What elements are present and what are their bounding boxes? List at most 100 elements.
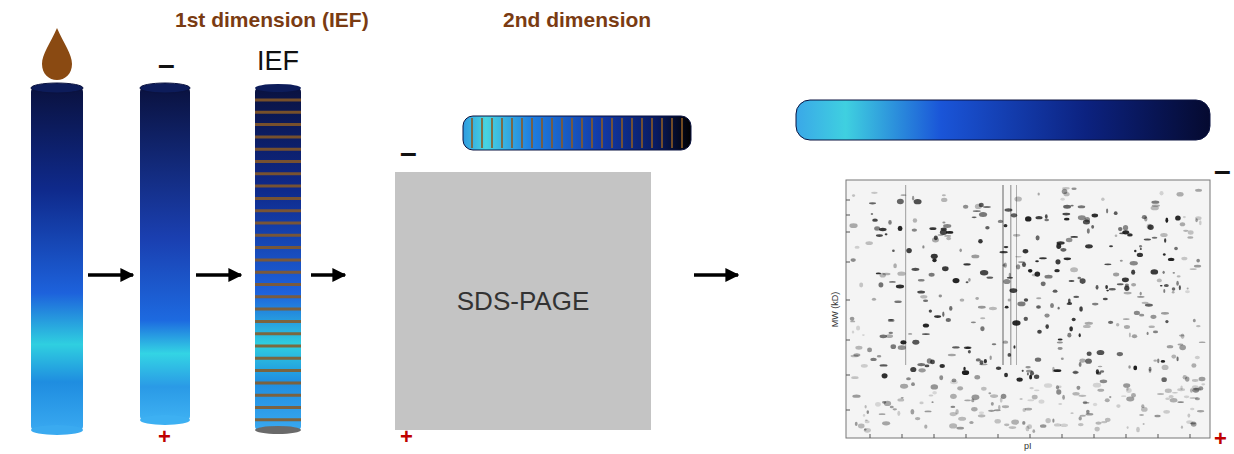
protein-spot bbox=[963, 367, 965, 371]
protein-spot bbox=[1195, 189, 1202, 192]
protein-band bbox=[641, 118, 643, 148]
protein-spot bbox=[1153, 331, 1158, 334]
protein-spot bbox=[1177, 401, 1184, 403]
protein-spot bbox=[1191, 363, 1196, 367]
protein-band bbox=[255, 320, 301, 323]
protein-spot bbox=[1095, 427, 1100, 432]
protein-spot bbox=[1190, 408, 1194, 411]
ief-strip bbox=[796, 100, 1210, 140]
protein-spot bbox=[948, 354, 956, 356]
protein-spot bbox=[950, 380, 958, 384]
protein-spot bbox=[999, 251, 1007, 253]
protein-spot bbox=[1044, 383, 1052, 388]
protein-spot bbox=[1034, 389, 1040, 391]
protein-spot bbox=[931, 254, 938, 259]
protein-spot bbox=[892, 249, 895, 252]
protein-band bbox=[255, 295, 301, 298]
protein-spot bbox=[1063, 205, 1071, 209]
protein-spot bbox=[971, 407, 977, 411]
protein-spot bbox=[931, 384, 939, 389]
protein-spot bbox=[1163, 253, 1166, 255]
protein-spot bbox=[910, 367, 916, 372]
protein-spot bbox=[979, 412, 984, 415]
protein-spot bbox=[1181, 257, 1187, 261]
protein-spot bbox=[1025, 408, 1032, 411]
protein-band bbox=[491, 118, 493, 148]
protein-spot bbox=[1091, 225, 1094, 229]
protein-spot bbox=[917, 291, 925, 294]
protein-band bbox=[255, 283, 301, 286]
protein-spot bbox=[972, 395, 980, 401]
protein-spot bbox=[1131, 270, 1135, 275]
protein-spot bbox=[1170, 398, 1178, 403]
protein-spot bbox=[1069, 326, 1073, 331]
protein-spot bbox=[949, 306, 952, 311]
protein-spot bbox=[1177, 343, 1183, 345]
protein-spot bbox=[1004, 224, 1008, 227]
protein-spot bbox=[1004, 246, 1009, 248]
protein-spot bbox=[851, 376, 858, 379]
protein-spot bbox=[1103, 298, 1108, 301]
box-label: SDS-PAGE bbox=[457, 286, 589, 317]
protein-spot bbox=[1025, 216, 1031, 221]
protein-spot bbox=[1123, 225, 1128, 231]
protein-spot bbox=[1079, 358, 1085, 362]
protein-band bbox=[255, 111, 301, 114]
protein-spot bbox=[969, 421, 973, 424]
protein-spot bbox=[1087, 352, 1092, 356]
protein-spot bbox=[942, 266, 949, 271]
protein-spot bbox=[1163, 410, 1170, 414]
protein-spot bbox=[1069, 280, 1075, 282]
protein-spot bbox=[1176, 357, 1178, 362]
protein-spot bbox=[1036, 235, 1040, 240]
protein-spot bbox=[996, 366, 1001, 370]
protein-spot bbox=[1153, 360, 1157, 362]
protein-spot bbox=[946, 318, 951, 322]
protein-spot bbox=[1199, 377, 1206, 381]
protein-spot bbox=[920, 295, 927, 298]
protein-spot bbox=[1163, 289, 1165, 293]
protein-spot bbox=[957, 386, 963, 390]
protein-spot bbox=[1128, 365, 1130, 369]
protein-spot bbox=[1013, 234, 1020, 237]
axis-tick bbox=[846, 200, 850, 201]
protein-spot bbox=[1035, 216, 1042, 219]
protein-spot bbox=[946, 237, 951, 240]
axis-tick bbox=[846, 215, 850, 216]
protein-spot bbox=[978, 414, 986, 417]
protein-spot bbox=[897, 411, 900, 416]
protein-spot bbox=[943, 224, 951, 228]
protein-spot bbox=[1194, 265, 1201, 268]
protein-spot bbox=[1076, 386, 1080, 390]
protein-spot bbox=[1183, 230, 1188, 232]
protein-spot bbox=[1134, 250, 1136, 253]
protein-spot bbox=[1085, 322, 1093, 325]
protein-band bbox=[581, 118, 583, 148]
protein-spot bbox=[1165, 218, 1168, 223]
protein-spot bbox=[972, 217, 977, 219]
protein-spot bbox=[1133, 365, 1137, 370]
protein-spot bbox=[1176, 281, 1179, 286]
protein-spot bbox=[1072, 318, 1076, 321]
protein-spot bbox=[994, 419, 1000, 424]
protein-spot bbox=[1129, 332, 1131, 337]
protein-spot bbox=[884, 401, 891, 406]
protein-spot bbox=[981, 387, 987, 391]
protein-spot bbox=[986, 276, 993, 278]
protein-spot bbox=[864, 428, 867, 430]
protein-spot bbox=[852, 330, 855, 333]
step-arrow bbox=[311, 273, 345, 277]
protein-spot bbox=[1123, 383, 1130, 388]
protein-spot bbox=[912, 340, 919, 345]
step-arrow bbox=[196, 273, 241, 277]
gel-streak bbox=[1002, 185, 1004, 365]
protein-spot bbox=[890, 406, 894, 409]
protein-spot bbox=[897, 398, 904, 401]
protein-spot bbox=[876, 234, 883, 237]
protein-spot bbox=[1161, 377, 1166, 382]
protein-spot bbox=[979, 212, 987, 217]
protein-band bbox=[661, 118, 663, 148]
protein-spot bbox=[1078, 215, 1086, 220]
protein-spot bbox=[1004, 263, 1007, 268]
protein-spot bbox=[1124, 286, 1129, 291]
